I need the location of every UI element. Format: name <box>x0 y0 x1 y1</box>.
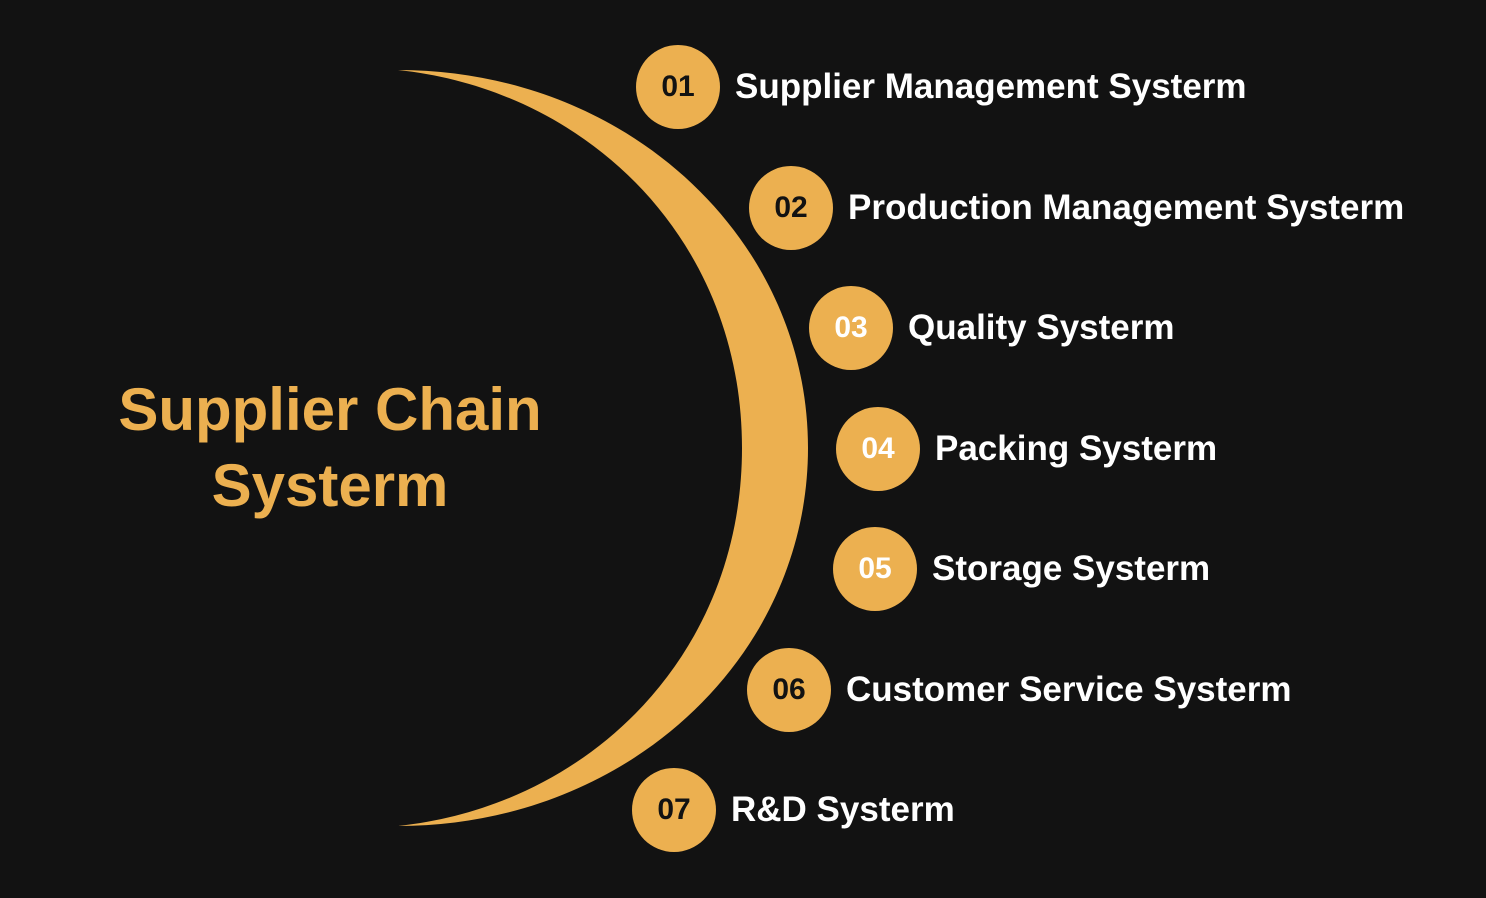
list-item-rd: 07 R&D Systerm <box>632 768 955 852</box>
title-line-1: Supplier Chain <box>118 376 542 443</box>
number-badge: 02 <box>749 166 833 250</box>
number-badge: 07 <box>632 768 716 852</box>
number-badge: 06 <box>747 648 831 732</box>
list-item-quality: 03 Quality Systerm <box>809 286 1175 370</box>
title-line-2: Systerm <box>211 452 449 519</box>
item-label: Production Management Systerm <box>848 188 1405 227</box>
item-label: Packing Systerm <box>935 429 1218 468</box>
list-item-supplier-management: 01 Supplier Management Systerm <box>636 45 1247 129</box>
number-badge: 04 <box>836 407 920 491</box>
crescent-shape <box>398 70 808 826</box>
number-badge: 01 <box>636 45 720 129</box>
list-item-production-management: 02 Production Management Systerm <box>749 166 1404 250</box>
item-label: Supplier Management Systerm <box>735 67 1247 106</box>
item-label: Customer Service Systerm <box>846 670 1292 709</box>
item-label: R&D Systerm <box>731 790 955 829</box>
number-badge: 03 <box>809 286 893 370</box>
item-label: Quality Systerm <box>908 308 1175 347</box>
number-badge: 05 <box>833 527 917 611</box>
list-item-packing: 04 Packing Systerm <box>836 407 1217 491</box>
diagram-title: Supplier Chain Systerm <box>70 372 590 524</box>
item-label: Storage Systerm <box>932 549 1211 588</box>
list-item-storage: 05 Storage Systerm <box>833 527 1210 611</box>
list-item-customer-service: 06 Customer Service Systerm <box>747 648 1292 732</box>
